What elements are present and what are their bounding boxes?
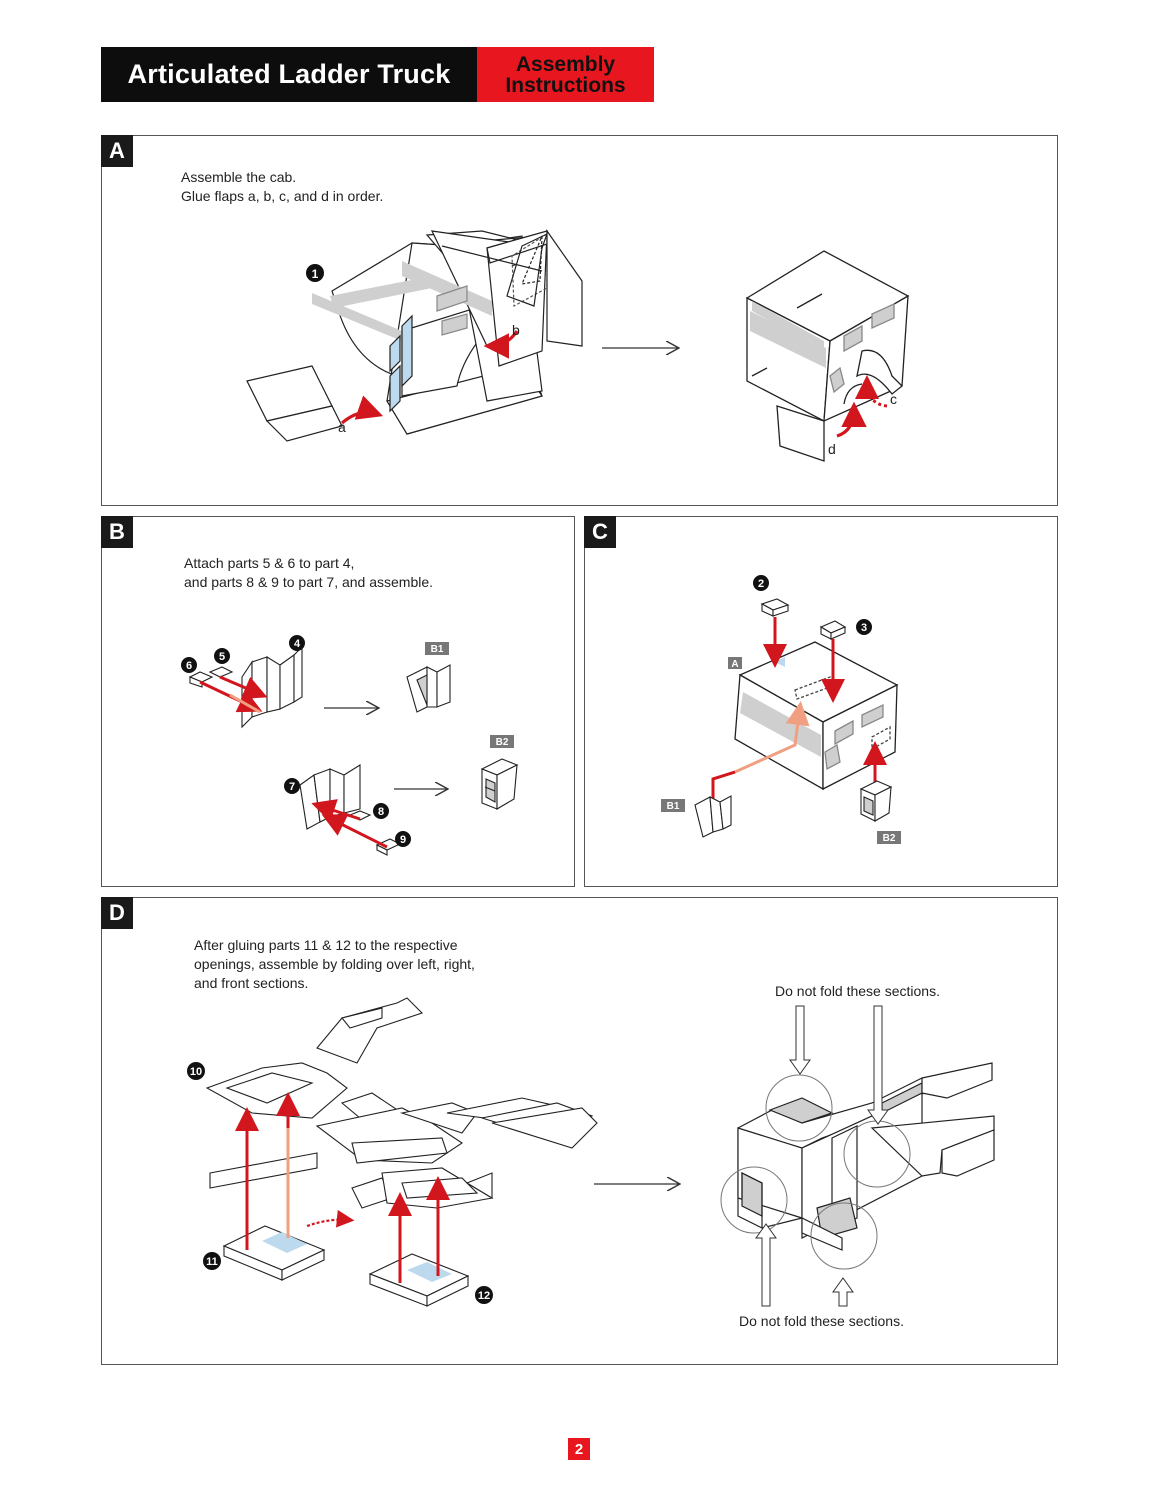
subtitle-line-1: Assembly — [515, 52, 616, 76]
svg-text:7: 7 — [289, 781, 295, 793]
parts-5-6-pieces — [188, 666, 234, 688]
svg-text:9: 9 — [400, 834, 406, 846]
tag-b1 — [661, 799, 685, 812]
step-b-badge: B — [101, 516, 133, 548]
step-d-instructions: After gluing parts 11 & 12 to the respec… — [194, 937, 475, 991]
step-a-illustration: a b 1 c d — [246, 229, 910, 462]
move-arrow — [306, 1209, 355, 1228]
subtitle-line-2: Instructions — [505, 73, 626, 97]
svg-text:6: 6 — [186, 660, 192, 672]
step-b-panel: B Attach parts 5 & 6 to part 4, and part… — [101, 516, 575, 887]
step-c-badge: C — [584, 516, 616, 548]
flap-c-label: c — [890, 391, 897, 407]
part-4-marker — [289, 635, 305, 651]
svg-text:4: 4 — [294, 638, 301, 650]
tag-b2 — [877, 831, 901, 844]
folded-base-diagram — [737, 1062, 995, 1251]
no-fold-pointer-arrows — [755, 1005, 889, 1307]
part-5-marker — [214, 648, 230, 664]
do-not-fold-note-bottom: Do not fold these sections. — [739, 1313, 904, 1329]
do-not-fold-note-top: Do not fold these sections. — [775, 983, 940, 999]
parts-2-3-pieces — [760, 598, 847, 640]
part-6-marker — [181, 657, 197, 673]
part-4-sheet — [241, 645, 303, 729]
part-2-marker — [753, 575, 769, 591]
svg-text:B2: B2 — [883, 833, 896, 844]
flap-c-arrow — [855, 375, 888, 408]
svg-text:2: 2 — [758, 578, 764, 590]
part-7-marker — [284, 778, 300, 794]
b2-part — [859, 780, 893, 822]
step-a-instructions: Assemble the cab. Glue flaps a, b, c, an… — [181, 169, 384, 204]
cab-body — [734, 641, 899, 791]
part-11-marker — [203, 1252, 221, 1270]
b2-tag — [490, 735, 514, 748]
part-10-marker — [187, 1062, 205, 1080]
part-12-tray — [368, 1253, 470, 1307]
part-8-arrow — [311, 799, 361, 822]
flap-d-label: d — [828, 441, 836, 457]
step-d-illustration: 10 11 12 — [187, 997, 995, 1307]
flap-a-label: a — [338, 419, 346, 435]
unfolded-cab-parts — [330, 276, 432, 308]
part-1-marker — [306, 264, 324, 282]
b1-part — [694, 795, 732, 838]
svg-text:B2: B2 — [496, 737, 509, 748]
part-5-arrow — [219, 675, 268, 699]
page-number: 2 — [568, 1438, 590, 1460]
svg-text:5: 5 — [219, 651, 225, 663]
tag-a — [728, 657, 742, 669]
svg-text:3: 3 — [861, 622, 867, 634]
part-12-marker — [475, 1286, 493, 1304]
no-fold-circles — [720, 1074, 911, 1270]
part-9-marker — [395, 831, 411, 847]
part-8-marker — [373, 803, 389, 819]
part-9-arrow — [321, 814, 388, 849]
svg-text:1: 1 — [312, 267, 319, 281]
flap-b-label: b — [512, 322, 520, 338]
svg-text:A: A — [731, 659, 738, 670]
step-c-panel: C 2 3 — [584, 516, 1058, 887]
unfolded-cab-diagram — [246, 229, 583, 442]
step-b-illustration: 6 5 4 B1 7 8 9 — [181, 635, 519, 856]
svg-text:B1: B1 — [431, 644, 444, 655]
b1-tag — [425, 642, 449, 655]
svg-text:8: 8 — [378, 806, 384, 818]
part-3-marker — [856, 619, 872, 635]
document-title: Articulated Ladder Truck — [101, 47, 477, 102]
b2-assembled-part — [480, 758, 519, 810]
svg-text:10: 10 — [190, 1066, 202, 1078]
step-d-panel: D After gluing parts 11 & 12 to the resp… — [101, 897, 1058, 1365]
step-b-instructions: Attach parts 5 & 6 to part 4, and parts … — [184, 555, 434, 590]
flap-d-arrow — [836, 401, 867, 438]
step-a-badge: A — [101, 135, 133, 167]
assembled-cab-diagram — [745, 250, 910, 462]
flap-b-arrow — [483, 330, 519, 359]
b1-assembled-part — [406, 664, 451, 713]
svg-text:B1: B1 — [667, 801, 680, 812]
flap-a-arrow — [340, 395, 384, 425]
part-11-tray — [222, 1225, 326, 1281]
svg-text:12: 12 — [478, 1290, 490, 1302]
svg-text:11: 11 — [206, 1256, 218, 1268]
step-a-panel: A Assemble the cab. Glue flaps a, b, c, … — [101, 135, 1058, 506]
step-d-badge: D — [101, 897, 133, 929]
step-c-illustration: 2 3 A B1 B2 — [661, 575, 901, 844]
base-sheet-diagram — [205, 997, 598, 1209]
document-subtitle: Assembly Instructions — [477, 47, 654, 102]
